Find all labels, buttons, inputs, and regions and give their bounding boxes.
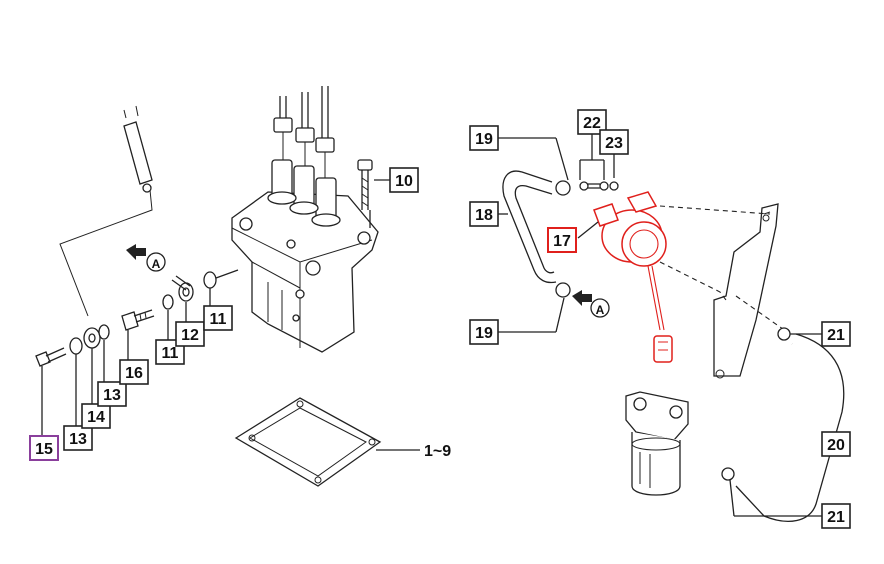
fuel-hose-20	[721, 327, 845, 522]
callout-21-lower[interactable]: 21	[821, 503, 851, 529]
fuel-hose-18	[498, 137, 571, 333]
svg-text:16: 16	[125, 365, 143, 382]
fuel-filter	[625, 391, 689, 496]
callout-23[interactable]: 23	[599, 129, 629, 155]
callout-18[interactable]: 18	[469, 201, 499, 227]
callout-13-upper[interactable]: 13	[97, 381, 127, 407]
callout-21-upper[interactable]: 21	[821, 321, 851, 347]
svg-text:19: 19	[475, 131, 493, 148]
svg-text:11: 11	[210, 311, 227, 328]
svg-text:11: 11	[162, 345, 179, 362]
callout-19-upper[interactable]: 19	[469, 125, 499, 151]
svg-text:15: 15	[35, 441, 53, 458]
callout-20[interactable]: 20	[821, 431, 851, 457]
svg-text:17: 17	[553, 233, 571, 250]
svg-text:23: 23	[605, 135, 623, 152]
svg-text:20: 20	[827, 437, 845, 454]
svg-text:21: 21	[827, 327, 845, 344]
svg-text:14: 14	[87, 409, 105, 426]
view-marker-right-letter: A	[596, 303, 605, 317]
view-marker-left-letter: A	[152, 257, 161, 271]
svg-text:13: 13	[103, 387, 121, 404]
view-marker-right: A	[572, 290, 610, 318]
injection-pump	[231, 86, 379, 353]
svg-text:13: 13	[69, 431, 87, 448]
fuel-feed-pump	[577, 191, 673, 363]
callout-13-lower[interactable]: 13	[63, 425, 93, 451]
svg-text:18: 18	[475, 207, 493, 224]
svg-text:10: 10	[395, 173, 413, 190]
callout-15[interactable]: 15	[29, 435, 59, 461]
pump-gasket	[234, 397, 420, 487]
view-marker-left: A	[126, 244, 166, 272]
callout-14[interactable]: 14	[81, 403, 111, 429]
callout-17[interactable]: 17	[547, 227, 577, 253]
control-link	[59, 105, 239, 317]
range-label-1-9[interactable]: 1~9	[424, 443, 451, 460]
fasteners-left	[35, 179, 392, 436]
svg-text:22: 22	[583, 115, 601, 132]
callout-19-lower[interactable]: 19	[469, 319, 499, 345]
callout-10[interactable]: 10	[389, 167, 419, 193]
pump-bracket	[659, 203, 791, 379]
svg-text:19: 19	[475, 325, 493, 342]
callout-11-upper[interactable]: 11	[203, 305, 233, 331]
svg-text:12: 12	[181, 327, 199, 344]
svg-text:21: 21	[827, 509, 845, 526]
callout-16[interactable]: 16	[119, 359, 149, 385]
callout-12[interactable]: 12	[175, 321, 205, 347]
callout-11-lower[interactable]: 11	[155, 339, 185, 365]
